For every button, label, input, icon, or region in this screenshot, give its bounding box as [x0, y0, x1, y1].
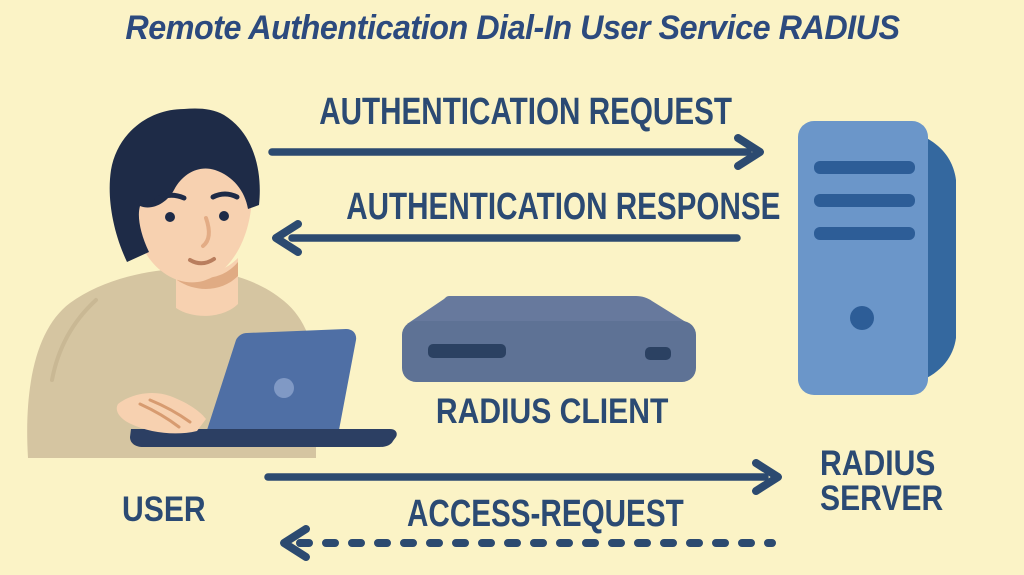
page-title: Remote Authentication Dial-In User Servi…: [0, 9, 1024, 48]
laptop-base: [130, 429, 397, 447]
user-label: USER: [122, 490, 206, 529]
server-vent-slat: [814, 227, 915, 240]
access-request-label: ACCESS-REQUEST: [406, 493, 684, 535]
client-button: [645, 347, 671, 360]
laptop-logo: [274, 378, 294, 398]
server-vent-slat: [814, 161, 915, 174]
authentication-response-arrow: [272, 220, 741, 256]
client-slot: [428, 344, 506, 358]
user-laptop-illustration: [27, 108, 397, 458]
server-power-button-dot: [850, 306, 874, 330]
authentication-request-label: AUTHENTICATION REQUEST: [319, 91, 732, 133]
radius-client-device-icon: [402, 296, 696, 382]
radius-server-tower-icon: [798, 121, 956, 395]
access-request-forward-arrow: [264, 459, 782, 495]
authentication-request-arrow: [268, 134, 764, 170]
radius-server-label: RADIUS SERVER: [820, 444, 944, 518]
server-vent-slat: [814, 194, 915, 207]
radius-client-label: RADIUS CLIENT: [435, 392, 669, 431]
page-title-text: Remote Authentication Dial-In User Servi…: [124, 9, 900, 47]
access-request-return-dashed-arrow: [280, 525, 776, 561]
authentication-response-label: AUTHENTICATION RESPONSE: [346, 186, 781, 228]
